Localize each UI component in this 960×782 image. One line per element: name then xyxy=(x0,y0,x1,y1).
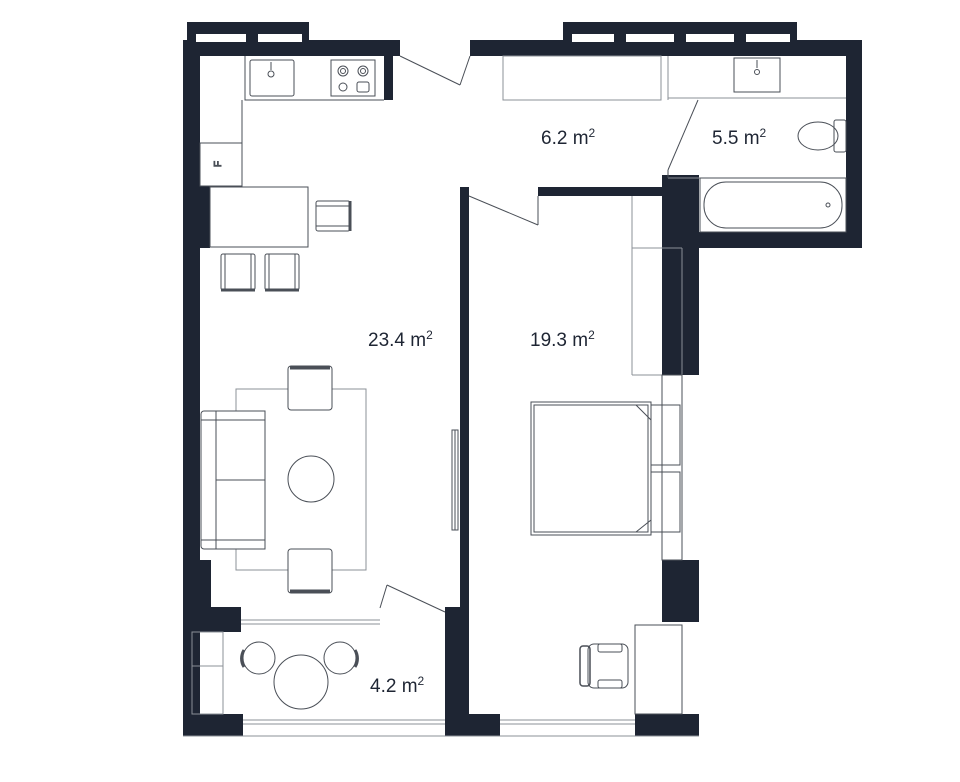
fridge-label: F xyxy=(213,161,224,167)
windows xyxy=(196,34,790,42)
bathroom xyxy=(699,57,847,233)
desk-icon xyxy=(634,624,683,715)
wardrobe-icon xyxy=(661,374,683,561)
living xyxy=(200,365,367,594)
window-icon xyxy=(196,34,246,42)
doors xyxy=(379,55,699,613)
bathtub-icon xyxy=(699,177,847,233)
sofa-icon xyxy=(200,410,266,550)
bath-right-wall xyxy=(846,40,862,248)
window-icon xyxy=(258,34,302,42)
chair-icon xyxy=(287,548,333,594)
bath-window-frame xyxy=(563,22,797,44)
nightstand-icon xyxy=(650,471,681,533)
bed-icon xyxy=(530,401,652,536)
door-icon xyxy=(451,429,459,531)
bedroom-right-wall-bottom xyxy=(635,714,699,736)
bedroom-top-wall xyxy=(538,187,668,196)
kitchen: F xyxy=(199,56,384,292)
stove-icon xyxy=(330,59,376,97)
chair-icon xyxy=(287,365,333,411)
chair-icon xyxy=(264,253,300,292)
bath-bottom-wall xyxy=(662,232,862,248)
bedroom-right-wall-upper xyxy=(662,175,699,375)
window-icon xyxy=(686,34,734,42)
chair-icon xyxy=(323,641,359,675)
balcony-top-left xyxy=(183,607,241,632)
thin-lines xyxy=(183,55,846,737)
room-area-label: 19.3 m2 xyxy=(530,328,595,351)
bedroom xyxy=(530,374,683,715)
round-table-icon xyxy=(287,455,335,503)
window-icon xyxy=(746,34,790,42)
chair-icon xyxy=(315,200,352,232)
room-area-label: 23.4 m2 xyxy=(368,328,433,351)
washbasin-icon xyxy=(733,57,781,93)
sink-icon xyxy=(249,59,295,97)
room-area-label: 5.5 m2 xyxy=(712,126,767,149)
room-labels: 23.4 m2 6.2 m2 5.5 m2 19.3 m2 4.2 m2 xyxy=(368,126,767,697)
room-area-label: 4.2 m2 xyxy=(370,674,425,697)
kitchen-right-top-stub xyxy=(384,40,393,100)
door-icon xyxy=(379,584,446,613)
kitchen-pillar xyxy=(200,186,210,248)
window-icon xyxy=(572,34,614,42)
balcony-bottom-left xyxy=(183,714,243,736)
balcony-bottom-mid xyxy=(445,714,500,736)
room-area-label: 6.2 m2 xyxy=(541,126,596,149)
fridge-icon xyxy=(199,142,243,187)
table-icon xyxy=(209,186,309,248)
toilet-icon xyxy=(797,119,847,153)
door-icon xyxy=(667,99,699,178)
door-icon xyxy=(468,195,539,226)
chair-icon xyxy=(240,641,276,675)
office-chair-icon xyxy=(579,643,629,689)
balcony xyxy=(240,641,359,710)
round-table-icon xyxy=(273,654,329,710)
chair-icon xyxy=(220,253,256,292)
kitchen-counter xyxy=(244,56,384,101)
bedroom-right-wall-lower xyxy=(662,560,699,622)
window-icon xyxy=(626,34,674,42)
interior-wall-upper xyxy=(460,187,469,607)
nightstand-icon xyxy=(650,404,681,466)
door-icon xyxy=(399,55,471,86)
walls xyxy=(183,22,862,736)
